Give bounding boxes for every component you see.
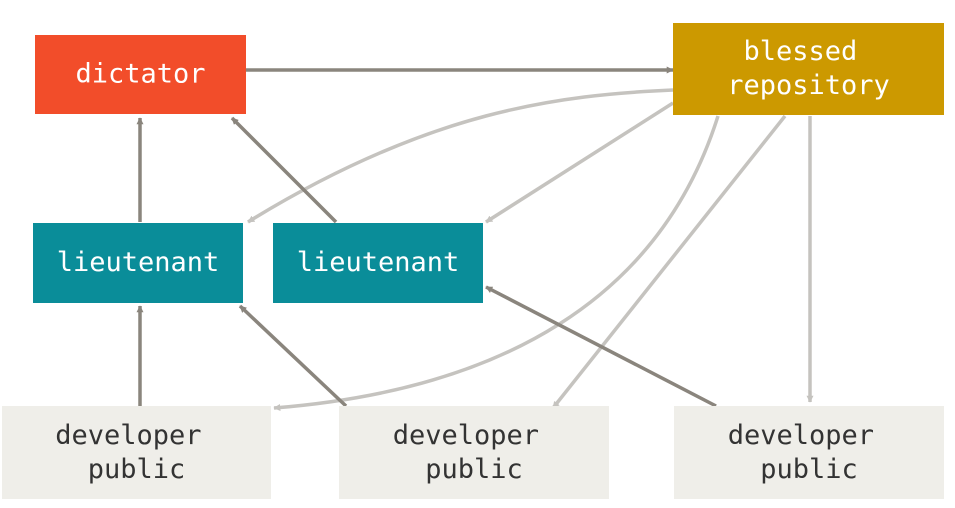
lieutenant-label-2: lieutenant [297,247,460,278]
lieutenant-label-2-line-1: lieutenant [297,247,460,278]
arrow-blessed-to-lieutenant-1 [247,88,674,224]
lieutenant-label-1: lieutenant [57,247,220,278]
blessed-repository-label-line-2: repository [727,70,890,101]
developer-node-3: developer public [674,406,944,499]
developer-box-1 [2,406,271,499]
developer-box-2 [339,406,609,499]
blessed-repository-node: blessed repository [673,23,944,115]
arrow-developer-2-to-lieutenant-1 [238,304,348,408]
developer-label-2: developer public [393,420,556,485]
developer-label-2-line-1: developer [393,420,539,451]
arrow-blessed-to-developer-2 [551,114,787,410]
developer-label-3-line-2: public [760,454,858,485]
developer-node-2: developer public [339,406,609,499]
developer-label-1: developer public [55,420,218,485]
arrow-developer-3-to-lieutenant-2 [485,285,717,408]
lieutenant-box-1 [33,223,243,303]
dark-arrows [136,66,717,408]
developer-label-3: developer public [728,420,891,485]
developer-label-1-line-1: developer [55,420,201,451]
lieutenant-node-2: lieutenant [273,223,483,303]
developer-label-1-line-2: public [88,454,186,485]
blessed-repository-label: blessed repository [727,36,890,101]
lieutenant-label-1-line-1: lieutenant [57,247,220,278]
dictator-node: dictator [35,35,246,114]
lieutenant-node-1: lieutenant [33,223,243,303]
arrow-blessed-to-lieutenant-2 [485,101,674,224]
developer-label-3-line-1: developer [728,420,874,451]
developer-node-1: developer public [2,406,271,499]
arrow-lieutenant-2-to-dictator [230,116,338,224]
dictator-label-line-1: dictator [75,58,205,89]
dictator-box [35,35,246,114]
developer-box-3 [674,406,944,499]
blessed-repository-label-line-1: blessed [743,36,857,67]
developer-label-2-line-2: public [425,454,523,485]
lieutenant-box-2 [273,223,483,303]
dictator-label: dictator [75,58,205,89]
blessed-repository-box [673,23,944,115]
